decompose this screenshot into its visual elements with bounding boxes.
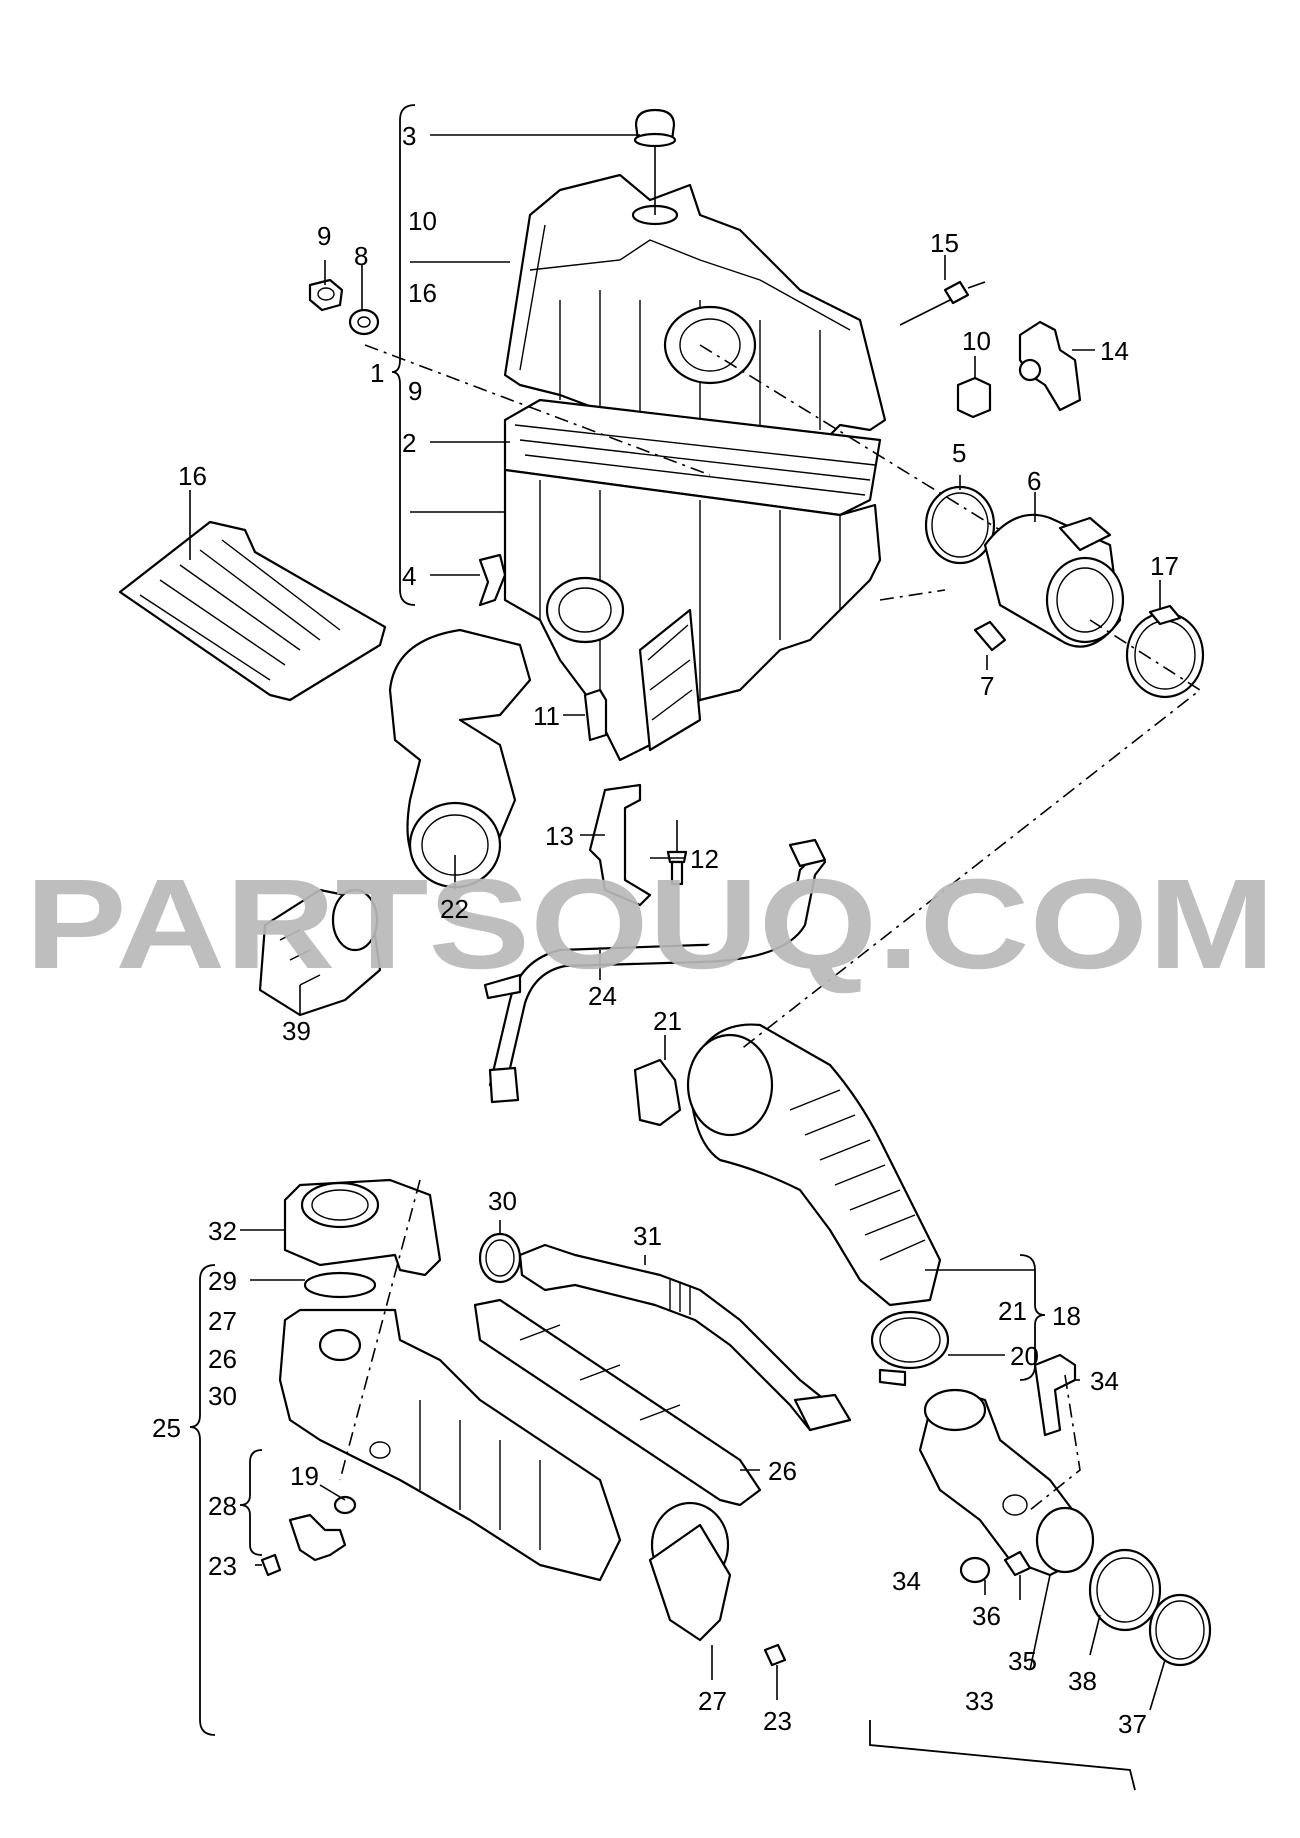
callout-27b: 27 [698, 1686, 727, 1716]
cap-3 [633, 108, 677, 215]
sensor-14 [1018, 320, 1082, 412]
ring-19 [333, 1495, 357, 1515]
air-duct-22 [388, 628, 532, 889]
callout-34a: 34 [1090, 1366, 1119, 1396]
callout-19: 19 [290, 1461, 319, 1491]
callout-26a: 26 [208, 1344, 237, 1374]
callout-37: 37 [1118, 1709, 1147, 1739]
callout-17: 17 [1150, 551, 1179, 581]
bracket-13 [588, 783, 652, 907]
callout-15: 15 [930, 228, 959, 258]
group-braces [189, 104, 1136, 1791]
leader-lines [189, 134, 1166, 1711]
callout-13: 13 [545, 821, 574, 851]
callout-3: 3 [402, 121, 416, 151]
gasket-26 [473, 1298, 762, 1507]
callout-12: 12 [690, 844, 719, 874]
filter-element-16 [118, 520, 387, 702]
callout-9b: 9 [408, 376, 422, 406]
callout-33: 33 [965, 1686, 994, 1716]
hose-clamp-17 [1125, 604, 1205, 699]
callout-10b: 10 [962, 326, 991, 356]
sensor-34 [1033, 1353, 1077, 1437]
valve-27 [648, 1501, 732, 1642]
callout-27a: 27 [208, 1306, 237, 1336]
callout-14: 14 [1100, 336, 1129, 366]
watermark: PARTSOUQ.COM [25, 853, 1275, 996]
gasket-29 [303, 1271, 377, 1299]
bolt-23 [260, 1553, 282, 1577]
o-ring-5 [924, 485, 996, 565]
intake-duct-18 [686, 1023, 942, 1307]
callout-20: 20 [1010, 1341, 1039, 1371]
callout-9a: 9 [317, 221, 331, 251]
center-lines [339, 344, 1202, 1511]
air-filter-housing-bottom [503, 468, 882, 762]
callout-2: 2 [402, 428, 416, 458]
callout-11: 11 [533, 701, 560, 731]
callout-38: 38 [1068, 1666, 1097, 1696]
callout-7: 7 [980, 671, 994, 701]
washer-8 [348, 308, 380, 336]
callout-21b: 21 [998, 1296, 1027, 1326]
callout-22: 22 [440, 894, 469, 924]
bolt-9 [308, 278, 344, 312]
pipe-31 [518, 1243, 852, 1432]
screw-15 [899, 280, 986, 326]
callout-23a: 23 [208, 1551, 237, 1581]
clamp-38 [1088, 1548, 1162, 1632]
callout-28: 28 [208, 1491, 237, 1521]
callout-5: 5 [952, 438, 966, 468]
callout-8: 8 [354, 241, 368, 271]
o-ring-37 [1148, 1593, 1212, 1667]
callout-6: 6 [1027, 466, 1041, 496]
callout-labels: 3 10 16 1 9 2 4 9 8 16 15 10 14 5 6 17 7… [152, 121, 1179, 1739]
callout-35: 35 [1008, 1646, 1037, 1676]
callout-30b: 30 [208, 1381, 237, 1411]
sensor-21 [633, 1058, 682, 1127]
callout-25: 25 [152, 1413, 181, 1443]
callout-16b: 16 [178, 461, 207, 491]
callout-30a: 30 [488, 1186, 517, 1216]
callout-32: 32 [208, 1216, 237, 1246]
intake-manifold-25 [278, 1308, 622, 1582]
bolt-11 [583, 688, 608, 742]
callout-36: 36 [972, 1601, 1001, 1631]
clamp-20 [870, 1310, 950, 1387]
callout-39: 39 [282, 1016, 311, 1046]
callout-24: 24 [588, 981, 617, 1011]
sensor-28 [288, 1513, 347, 1562]
callout-26b: 26 [768, 1456, 797, 1486]
clip-4 [478, 553, 507, 607]
bolt-7 [973, 620, 1007, 652]
callout-21a: 21 [653, 1006, 682, 1036]
ring-30 [478, 1232, 522, 1284]
grommet-36 [959, 1556, 991, 1584]
screw-35 [1003, 1550, 1032, 1577]
bolt-23b [763, 1643, 787, 1667]
callout-1: 1 [370, 358, 384, 388]
callout-10a: 10 [408, 206, 437, 236]
callout-23b: 23 [763, 1706, 792, 1736]
callout-34b: 34 [892, 1566, 921, 1596]
seal-10 [956, 376, 992, 419]
hose-24 [483, 838, 827, 1104]
air-mass-meter-6 [983, 513, 1125, 648]
throttle-body-32 [283, 1178, 442, 1277]
callout-18: 18 [1052, 1301, 1081, 1331]
callout-4: 4 [402, 561, 416, 591]
air-pipe-33 [918, 1388, 1095, 1577]
callout-16a: 16 [408, 278, 437, 308]
callout-31: 31 [633, 1221, 662, 1251]
callout-29: 29 [208, 1266, 237, 1296]
housing-39 [258, 888, 382, 1017]
